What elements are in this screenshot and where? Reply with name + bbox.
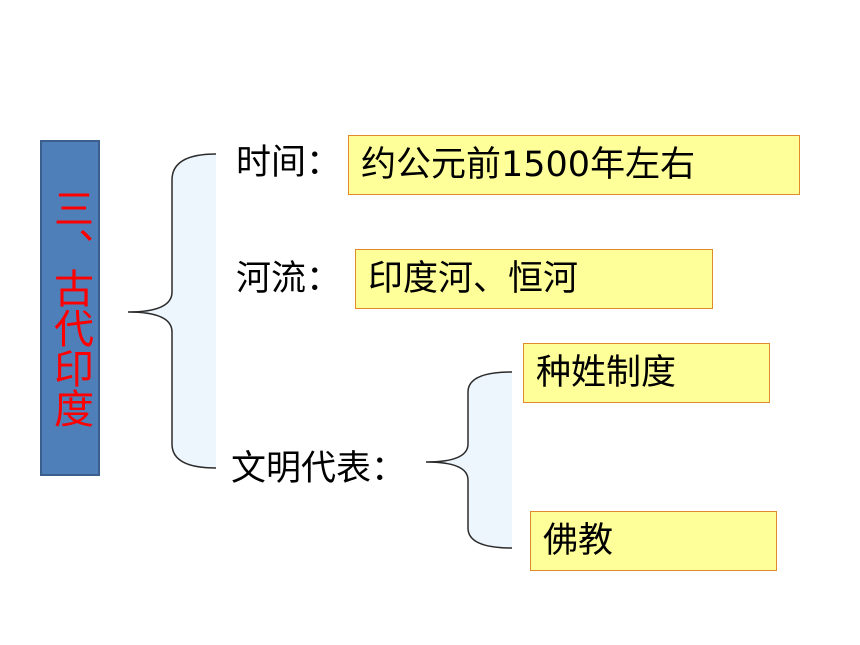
time-value: 约公元前1500年左右 xyxy=(361,144,696,185)
time-value-box: 约公元前1500年左右 xyxy=(348,135,800,195)
civilization-item-label: 佛教 xyxy=(543,520,614,561)
topic-title: 三、古代印度 xyxy=(47,188,93,428)
time-label: 时间： xyxy=(236,143,342,183)
sub-brace xyxy=(426,372,512,548)
sub-brace-outline xyxy=(425,371,513,549)
civilization-label: 文明代表： xyxy=(231,449,407,489)
civilization-item-label: 种姓制度 xyxy=(536,352,677,393)
main-brace-outline xyxy=(127,153,217,469)
river-value-box: 印度河、恒河 xyxy=(355,249,713,309)
topic-title-box: 三、古代印度 xyxy=(40,140,100,476)
river-label: 河流： xyxy=(236,259,342,299)
river-value: 印度河、恒河 xyxy=(368,258,579,299)
civilization-item-buddhism: 佛教 xyxy=(530,511,777,571)
main-brace xyxy=(128,154,216,468)
civilization-item-caste: 种姓制度 xyxy=(523,343,770,403)
